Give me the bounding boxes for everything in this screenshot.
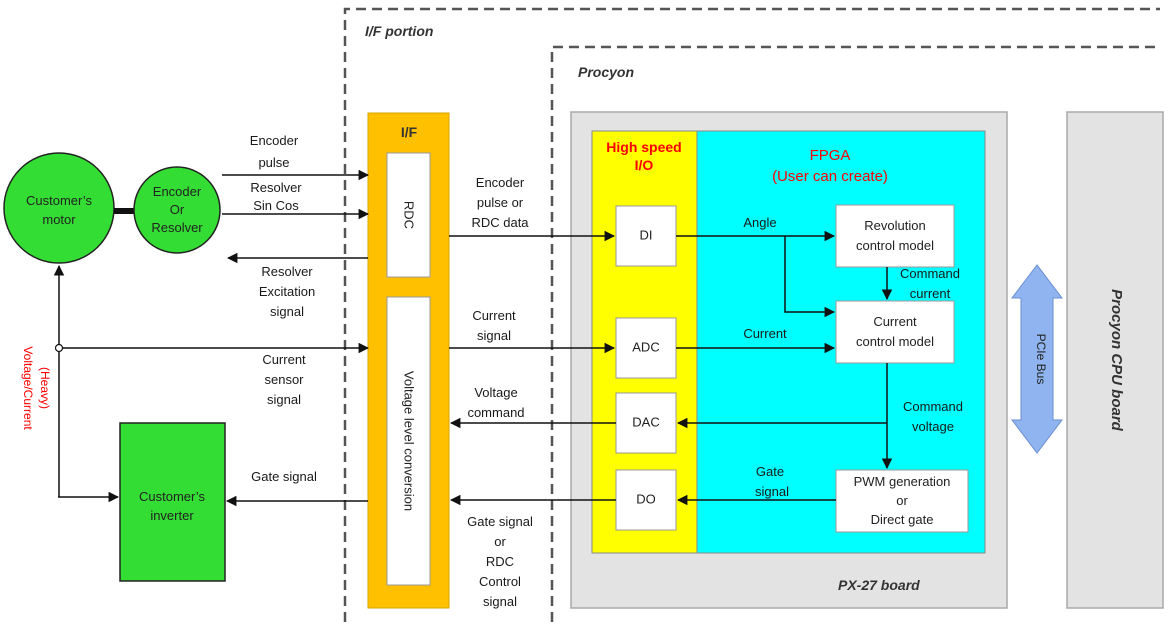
rdc-label: RDC bbox=[402, 201, 417, 229]
voltage-level-conversion-label: Voltage level conversion bbox=[402, 371, 417, 511]
if-block-title: I/F bbox=[401, 124, 418, 140]
motor-label-line1: Customer’s bbox=[26, 193, 92, 208]
customer-inverter bbox=[119, 422, 226, 582]
do-label: DO bbox=[636, 491, 656, 506]
gate-rdc-label-line4: Control bbox=[479, 574, 521, 589]
px27-board-label: PX-27 board bbox=[838, 577, 920, 593]
resolver-excitation-label-line1: Resolver bbox=[261, 264, 313, 279]
revolution-label-line1: Revolution bbox=[864, 218, 925, 233]
current-sensor-node bbox=[54, 343, 64, 353]
if-portion-label: I/F portion bbox=[365, 23, 433, 39]
pcie-bus-arrow bbox=[1010, 264, 1064, 454]
enc-rdc-data-label-line2: pulse or bbox=[477, 195, 524, 210]
voltage-command-label-line1: Voltage bbox=[474, 385, 517, 400]
command-current-label-line2: current bbox=[910, 286, 951, 301]
gate-rdc-label-line2: or bbox=[494, 534, 506, 549]
procyon-cpu-board bbox=[1066, 111, 1164, 609]
resolver-sincos-label-line2: Sin Cos bbox=[253, 198, 299, 213]
encoder-label-line1: Encoder bbox=[153, 184, 202, 199]
fpga-title-line2: (User can create) bbox=[772, 168, 888, 185]
current-control-label-line2: control model bbox=[856, 334, 934, 349]
resolver-excitation-label-line2: Excitation bbox=[259, 284, 315, 299]
procyon-label: Procyon bbox=[578, 64, 634, 80]
current-signal-label-line1: Current bbox=[472, 308, 516, 323]
rdc-block bbox=[386, 152, 431, 278]
inverter-label-line2: inverter bbox=[150, 508, 194, 523]
enc-rdc-data-label-line1: Encoder bbox=[476, 175, 525, 190]
di-label: DI bbox=[640, 227, 653, 242]
current-label: Current bbox=[743, 326, 787, 341]
gate-rdc-label-line5: signal bbox=[483, 594, 517, 609]
encoder-pulse-label-line1: Encoder bbox=[250, 133, 299, 148]
encoder-label-line2: Or bbox=[170, 202, 185, 217]
motor-label-line2: motor bbox=[42, 212, 76, 227]
current-sensor-label-line2: sensor bbox=[264, 372, 304, 387]
command-voltage-label-line1: Command bbox=[903, 399, 963, 414]
resolver-excitation-label-line3: signal bbox=[270, 304, 304, 319]
gate-signal-label: Gate signal bbox=[251, 469, 317, 484]
pwm-label-line1: PWM generation bbox=[854, 474, 951, 489]
voltage-current-label-line2: (Heavy) bbox=[38, 367, 52, 409]
inverter-label-line1: Customer’s bbox=[139, 489, 205, 504]
encoder-resolver bbox=[133, 166, 221, 254]
pwm-label-line3: Direct gate bbox=[871, 512, 934, 527]
pwm-generation-block bbox=[835, 469, 969, 533]
customer-motor bbox=[3, 152, 115, 264]
adc-block bbox=[615, 317, 677, 379]
revolution-label-line2: control model bbox=[856, 238, 934, 253]
voltage-level-conversion-block bbox=[386, 296, 431, 586]
pwm-label-line2: or bbox=[896, 493, 908, 508]
revolution-control-model bbox=[835, 204, 955, 268]
fpga-title-line1: FPGA bbox=[810, 147, 851, 164]
adc-label: ADC bbox=[632, 339, 659, 354]
gate-signal-fpga-label-line2: signal bbox=[755, 484, 789, 499]
current-control-model bbox=[835, 300, 955, 364]
angle-label: Angle bbox=[743, 215, 776, 230]
dac-label: DAC bbox=[632, 414, 659, 429]
enc-rdc-data-label-line3: RDC data bbox=[471, 215, 529, 230]
gate-signal-fpga-label-line1: Gate bbox=[756, 464, 784, 479]
gate-rdc-label-line3: RDC bbox=[486, 554, 514, 569]
encoder-label-line3: Resolver bbox=[151, 220, 203, 235]
voltage-current-label-line1: Voltage/Current bbox=[21, 346, 35, 430]
dac-block bbox=[615, 392, 677, 454]
if-portion-frame bbox=[343, 7, 1160, 622]
current-control-label-line1: Current bbox=[873, 314, 917, 329]
resolver-sincos-label-line1: Resolver bbox=[250, 180, 302, 195]
voltage-command-label-line2: command bbox=[467, 405, 524, 420]
high-speed-io-title-line2: I/O bbox=[635, 157, 654, 173]
pcie-bus-label: PCIe Bus bbox=[1034, 334, 1048, 385]
procyon-frame bbox=[550, 45, 1160, 622]
current-sensor-label-line1: Current bbox=[262, 352, 306, 367]
angle-to-current-arrow bbox=[784, 236, 836, 318]
high-speed-io-title-line1: High speed bbox=[606, 139, 681, 155]
command-voltage-label-line2: voltage bbox=[912, 419, 954, 434]
current-sensor-label-line3: signal bbox=[267, 392, 301, 407]
gate-rdc-label-line1: Gate signal bbox=[467, 514, 533, 529]
do-block bbox=[615, 469, 677, 531]
current-signal-label-line2: signal bbox=[477, 328, 511, 343]
command-current-label-line1: Command bbox=[900, 266, 960, 281]
procyon-cpu-board-label: Procyon CPU board bbox=[1108, 289, 1125, 432]
encoder-pulse-label-line2: pulse bbox=[258, 155, 289, 170]
di-block bbox=[615, 205, 677, 267]
